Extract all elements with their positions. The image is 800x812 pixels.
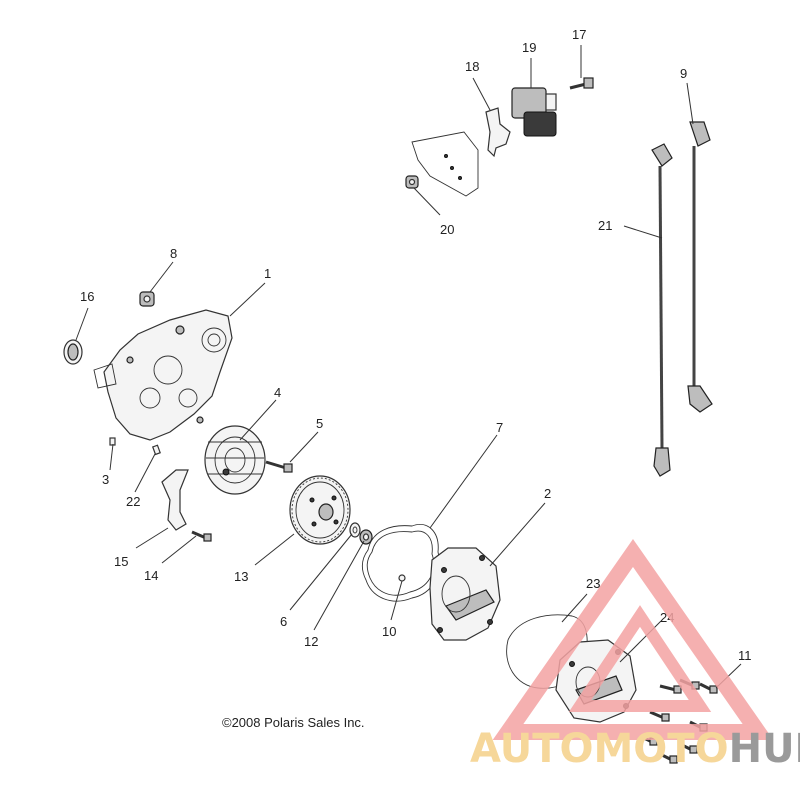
watermark-text-hub: HUB <box>729 726 800 772</box>
callout-16: 16 <box>80 289 94 304</box>
callout-3: 3 <box>102 472 109 487</box>
part-12-nut <box>359 529 373 545</box>
part-13-flywheel <box>289 475 351 545</box>
callout-5: 5 <box>316 416 323 431</box>
callout-6: 6 <box>280 614 287 629</box>
callout-1: 1 <box>264 266 271 281</box>
part-9-wire <box>687 121 713 413</box>
watermark-triangle-inner <box>568 605 712 712</box>
callout-22: 22 <box>126 494 140 509</box>
part-16-seal <box>63 339 83 365</box>
callout-15: 15 <box>114 554 128 569</box>
part-21-wire <box>651 143 673 477</box>
callout-21: 21 <box>598 218 612 233</box>
callout-13: 13 <box>234 569 248 584</box>
part-3-dowel <box>109 437 116 446</box>
watermark-logo <box>492 539 774 740</box>
part-17-bolt <box>569 77 594 90</box>
callout-18: 18 <box>465 59 479 74</box>
part-5-bolt <box>265 460 293 473</box>
callout-4: 4 <box>274 385 281 400</box>
callout-9: 9 <box>680 66 687 81</box>
leader-lines <box>75 45 742 689</box>
callout-10: 10 <box>382 624 396 639</box>
part-18-bracket <box>485 107 511 158</box>
part-2-cover <box>429 547 501 641</box>
watermark-text: AUTOMOTOHUB <box>470 726 800 772</box>
callout-11: 11 <box>738 648 752 663</box>
part-7-gasket <box>361 524 440 602</box>
svg-text:AUTOMOTOHUB: AUTOMOTOHUB <box>470 726 800 772</box>
part-8-nut <box>139 291 155 307</box>
watermark-triangle-outer <box>492 539 774 740</box>
callout-20: 20 <box>440 222 454 237</box>
copyright-text: ©2008 Polaris Sales Inc. <box>222 715 365 730</box>
callout-2: 2 <box>544 486 551 501</box>
callout-23: 23 <box>586 576 600 591</box>
part-19-coil <box>511 87 557 137</box>
callout-12: 12 <box>304 634 318 649</box>
callout-8: 8 <box>170 246 177 261</box>
part-14-bolt <box>191 530 212 542</box>
callout-14: 14 <box>144 568 158 583</box>
callout-7: 7 <box>496 420 503 435</box>
callout-labels: 1 2 3 4 5 6 7 8 9 10 11 12 13 14 15 16 1… <box>80 27 752 663</box>
part-10-dowel <box>398 574 406 582</box>
callout-17: 17 <box>572 27 586 42</box>
callout-19: 19 <box>522 40 536 55</box>
part-20-nut <box>405 175 419 189</box>
part-4-stator <box>204 425 266 495</box>
watermark-text-automoto: AUTOMOTO <box>470 726 729 772</box>
part-22-pin <box>151 444 161 456</box>
part-15-bracket <box>161 469 189 531</box>
part-mounting-plate <box>411 131 479 197</box>
part-1-crankcase <box>93 309 233 441</box>
part-6-washer <box>349 522 361 538</box>
